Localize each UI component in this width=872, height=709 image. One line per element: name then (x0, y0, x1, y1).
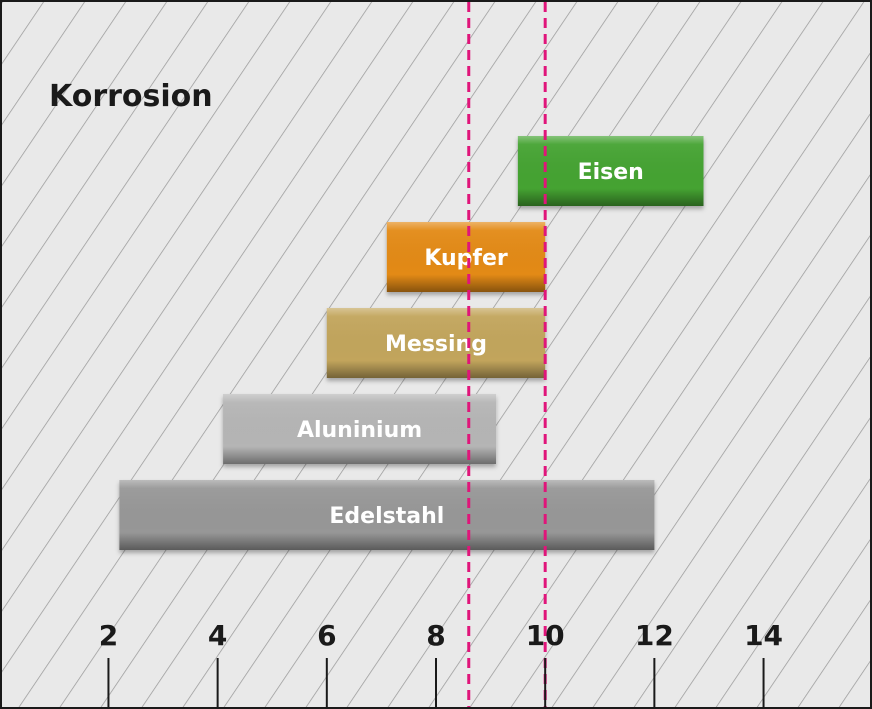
chart-title: Korrosion (49, 79, 213, 114)
reference-lines-group (467, 2, 547, 707)
bar-label-kupfer: Kupfer (424, 246, 508, 271)
tick-label-12: 12 (635, 619, 674, 652)
bar-edelstahl: Edelstahl (119, 480, 655, 550)
bar-messing-shade (326, 308, 546, 378)
bar-messing: Messing (326, 308, 546, 378)
bar-aluninium: Aluninium (223, 394, 497, 464)
tick-label-8: 8 (426, 619, 445, 652)
tick-label-10: 10 (526, 619, 565, 652)
x-axis: 2 4 6 8 10 12 14 (99, 619, 783, 707)
bar-eisen-shade (517, 136, 704, 206)
bar-label-edelstahl: Edelstahl (329, 504, 444, 529)
bar-label-messing: Messing (385, 332, 487, 357)
bar-eisen: Eisen (517, 136, 704, 206)
bar-aluninium-shade (223, 394, 497, 464)
bar-label-eisen: Eisen (578, 160, 644, 185)
tick-label-14: 14 (744, 619, 783, 652)
tick-label-6: 6 (317, 619, 336, 652)
bar-kupfer-shade (386, 222, 546, 292)
bar-edelstahl-shade (119, 480, 655, 550)
bar-kupfer: Kupfer (386, 222, 546, 292)
bar-label-aluninium: Aluninium (297, 418, 422, 443)
tick-label-4: 4 (208, 619, 227, 652)
tick-label-2: 2 (99, 619, 118, 652)
